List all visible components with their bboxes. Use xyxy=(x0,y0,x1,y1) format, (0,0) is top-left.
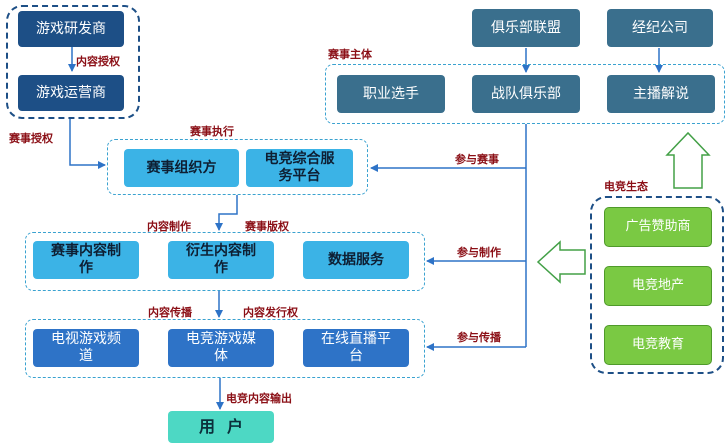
subject-title: 赛事主体 xyxy=(328,48,372,61)
up-hollow-arrow xyxy=(665,131,711,189)
distribution-item-media: 电竞游戏媒体 xyxy=(168,329,274,367)
label-content-output: 电竞内容输出 xyxy=(226,392,292,405)
subject-item-player: 职业选手 xyxy=(337,75,445,113)
left-hollow-arrow xyxy=(536,240,586,284)
ecosystem-item-realestate: 电竞地产 xyxy=(604,266,712,306)
production-item-derivative: 衍生内容制作 xyxy=(168,241,274,279)
label-content-distribution-rights: 内容发行权 xyxy=(243,306,298,319)
label-event-rights: 赛事版权 xyxy=(245,220,289,233)
agency-box: 经纪公司 xyxy=(607,9,713,47)
label-participate-production: 参与制作 xyxy=(457,246,501,259)
execution-item-organizer: 赛事组织方 xyxy=(124,149,239,187)
operator-box: 游戏运营商 xyxy=(18,75,124,111)
production-item-data-service: 数据服务 xyxy=(303,241,409,279)
subject-item-club: 战队俱乐部 xyxy=(472,75,580,113)
label-event-license: 赛事授权 xyxy=(9,132,53,145)
distribution-item-tv: 电视游戏频道 xyxy=(33,329,139,367)
subject-item-streamer: 主播解说 xyxy=(607,75,715,113)
label-content-license: 内容授权 xyxy=(76,55,120,68)
distribution-group xyxy=(25,319,425,378)
label-content-broadcast: 内容传播 xyxy=(148,306,192,319)
ecosystem-title: 电竞生态 xyxy=(604,180,648,193)
ecosystem-group xyxy=(590,196,724,374)
execution-item-service-platform: 电竞综合服务平台 xyxy=(246,149,353,187)
execution-group xyxy=(107,139,368,195)
user-box: 用户 xyxy=(168,411,274,443)
execution-title: 赛事执行 xyxy=(190,125,234,138)
club-league-box: 俱乐部联盟 xyxy=(472,9,580,47)
developer-box: 游戏研发商 xyxy=(18,11,124,47)
label-content-production: 内容制作 xyxy=(147,220,191,233)
ecosystem-item-education: 电竞教育 xyxy=(604,325,712,365)
production-item-event-content: 赛事内容制作 xyxy=(33,241,139,279)
publisher-group xyxy=(6,5,140,119)
distribution-item-live: 在线直播平台 xyxy=(303,329,409,367)
label-participate-event: 参与赛事 xyxy=(455,153,499,166)
label-participate-broadcast: 参与传播 xyxy=(457,331,501,344)
ecosystem-item-sponsor: 广告赞助商 xyxy=(604,207,712,247)
subject-group xyxy=(325,64,725,124)
production-group xyxy=(25,232,425,291)
